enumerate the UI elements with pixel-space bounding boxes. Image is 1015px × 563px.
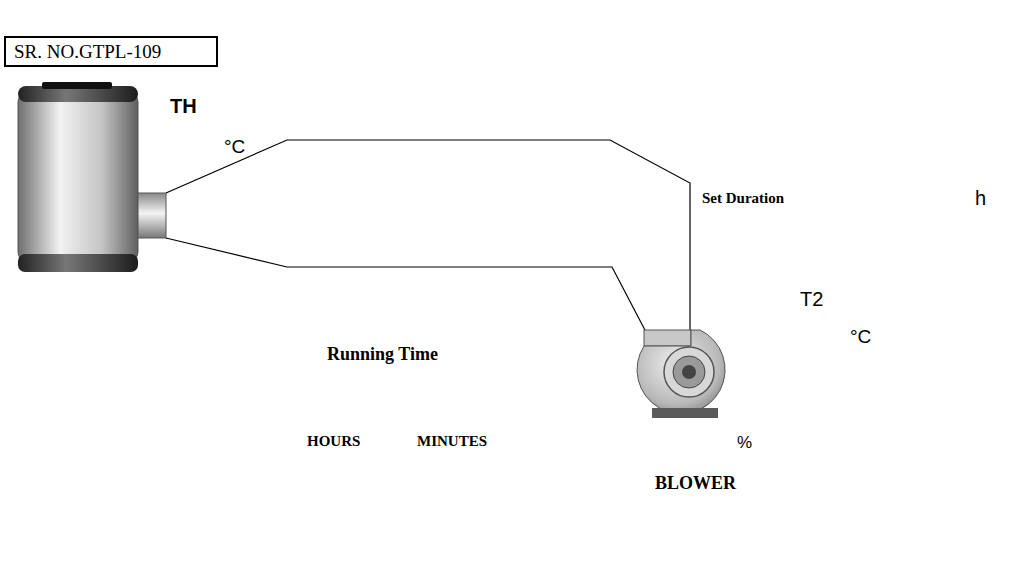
field-label: MINUTES xyxy=(417,434,487,449)
field-label: HOURS xyxy=(307,434,360,449)
blower-symbol xyxy=(637,330,725,418)
sensor-name: TH xyxy=(170,96,197,116)
unit-label: °C xyxy=(222,136,247,157)
unit-label: h xyxy=(975,188,986,208)
equipment-name: BLOWER xyxy=(655,474,736,492)
duct xyxy=(166,140,690,332)
unit-label: % xyxy=(737,434,752,451)
sensor-name: T2 xyxy=(800,289,823,309)
unit-label: °C xyxy=(850,327,871,346)
serial-number-box: SR. NO.GTPL-109 xyxy=(4,36,218,67)
serial-number: SR. NO.GTPL-109 xyxy=(14,42,208,61)
heater-cylinder xyxy=(18,82,166,272)
section-title: Running Time xyxy=(327,345,438,363)
setting-label: Set Duration xyxy=(702,191,784,206)
